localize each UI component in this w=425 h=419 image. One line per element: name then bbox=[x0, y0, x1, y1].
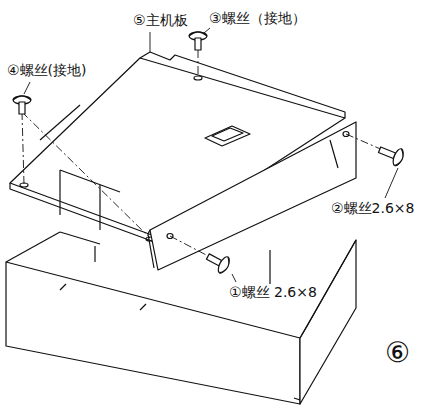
part-label: ⑤主机板 bbox=[132, 12, 189, 29]
part-label: ①螺丝 2.6×8 bbox=[228, 284, 318, 301]
front-panel bbox=[148, 122, 356, 270]
figure-number: ⑥ bbox=[384, 336, 411, 370]
part-label: ②螺丝2.6×8 bbox=[330, 200, 415, 217]
part-label: ③螺丝（接地） bbox=[208, 10, 307, 27]
part-label: ④螺丝(接地) bbox=[6, 62, 87, 79]
assembly-axis bbox=[22, 50, 392, 258]
